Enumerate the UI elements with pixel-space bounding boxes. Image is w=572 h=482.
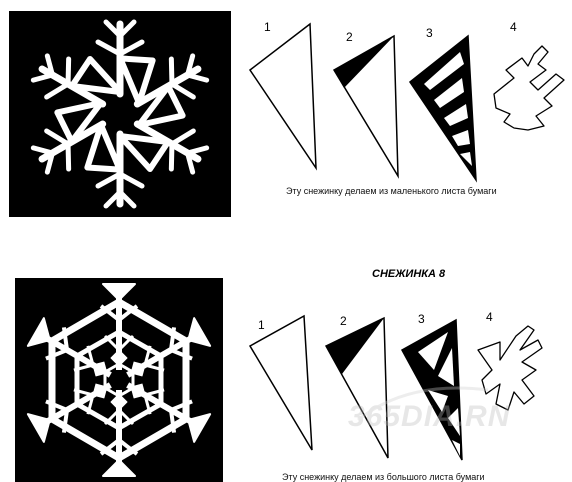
step-number: 1 <box>258 318 265 332</box>
step-number: 2 <box>340 314 347 328</box>
step-number: 3 <box>418 312 425 326</box>
snowflake-image-bottom <box>15 278 223 482</box>
fold-triangle-step-1 <box>248 314 313 451</box>
watermark-text: 365DIA.RN <box>348 400 511 433</box>
snowflake-top-icon <box>9 19 231 217</box>
step-number: 4 <box>486 310 493 324</box>
fold-triangle-step-1 <box>248 22 317 171</box>
watermark: 365DIA.RN <box>348 380 568 440</box>
caption-bottom: Эту снежинку делаем из большого листа бу… <box>282 472 485 482</box>
fold-cut-step-2 <box>326 318 384 374</box>
snowflake-bottom-icon <box>15 283 223 482</box>
fold-shape-step-4 <box>477 325 543 411</box>
fold-cut-step-2 <box>334 36 394 88</box>
caption-top: Эту снежинку делаем из маленького листа … <box>286 186 497 196</box>
step-number: 3 <box>426 26 433 40</box>
step-number: 4 <box>510 20 517 34</box>
section-heading: СНЕЖИНКА 8 <box>372 268 446 280</box>
fold-cuts-step-3 <box>424 52 472 166</box>
step-number: 2 <box>346 30 353 44</box>
fold-steps-top: 1 2 3 4 <box>238 18 572 193</box>
snowflake-image-top <box>9 11 231 217</box>
fold-diagrams-bottom <box>248 314 543 461</box>
watermark-swoosh-icon <box>357 386 489 422</box>
step-number: 1 <box>264 20 271 34</box>
fold-cuts-step-3 <box>418 332 460 456</box>
fold-shape-step-4 <box>493 45 565 131</box>
fold-diagrams-top <box>248 22 565 183</box>
fold-steps-bottom: 1 2 3 4 <box>238 300 572 470</box>
fold-triangle-step-3 <box>400 318 463 461</box>
